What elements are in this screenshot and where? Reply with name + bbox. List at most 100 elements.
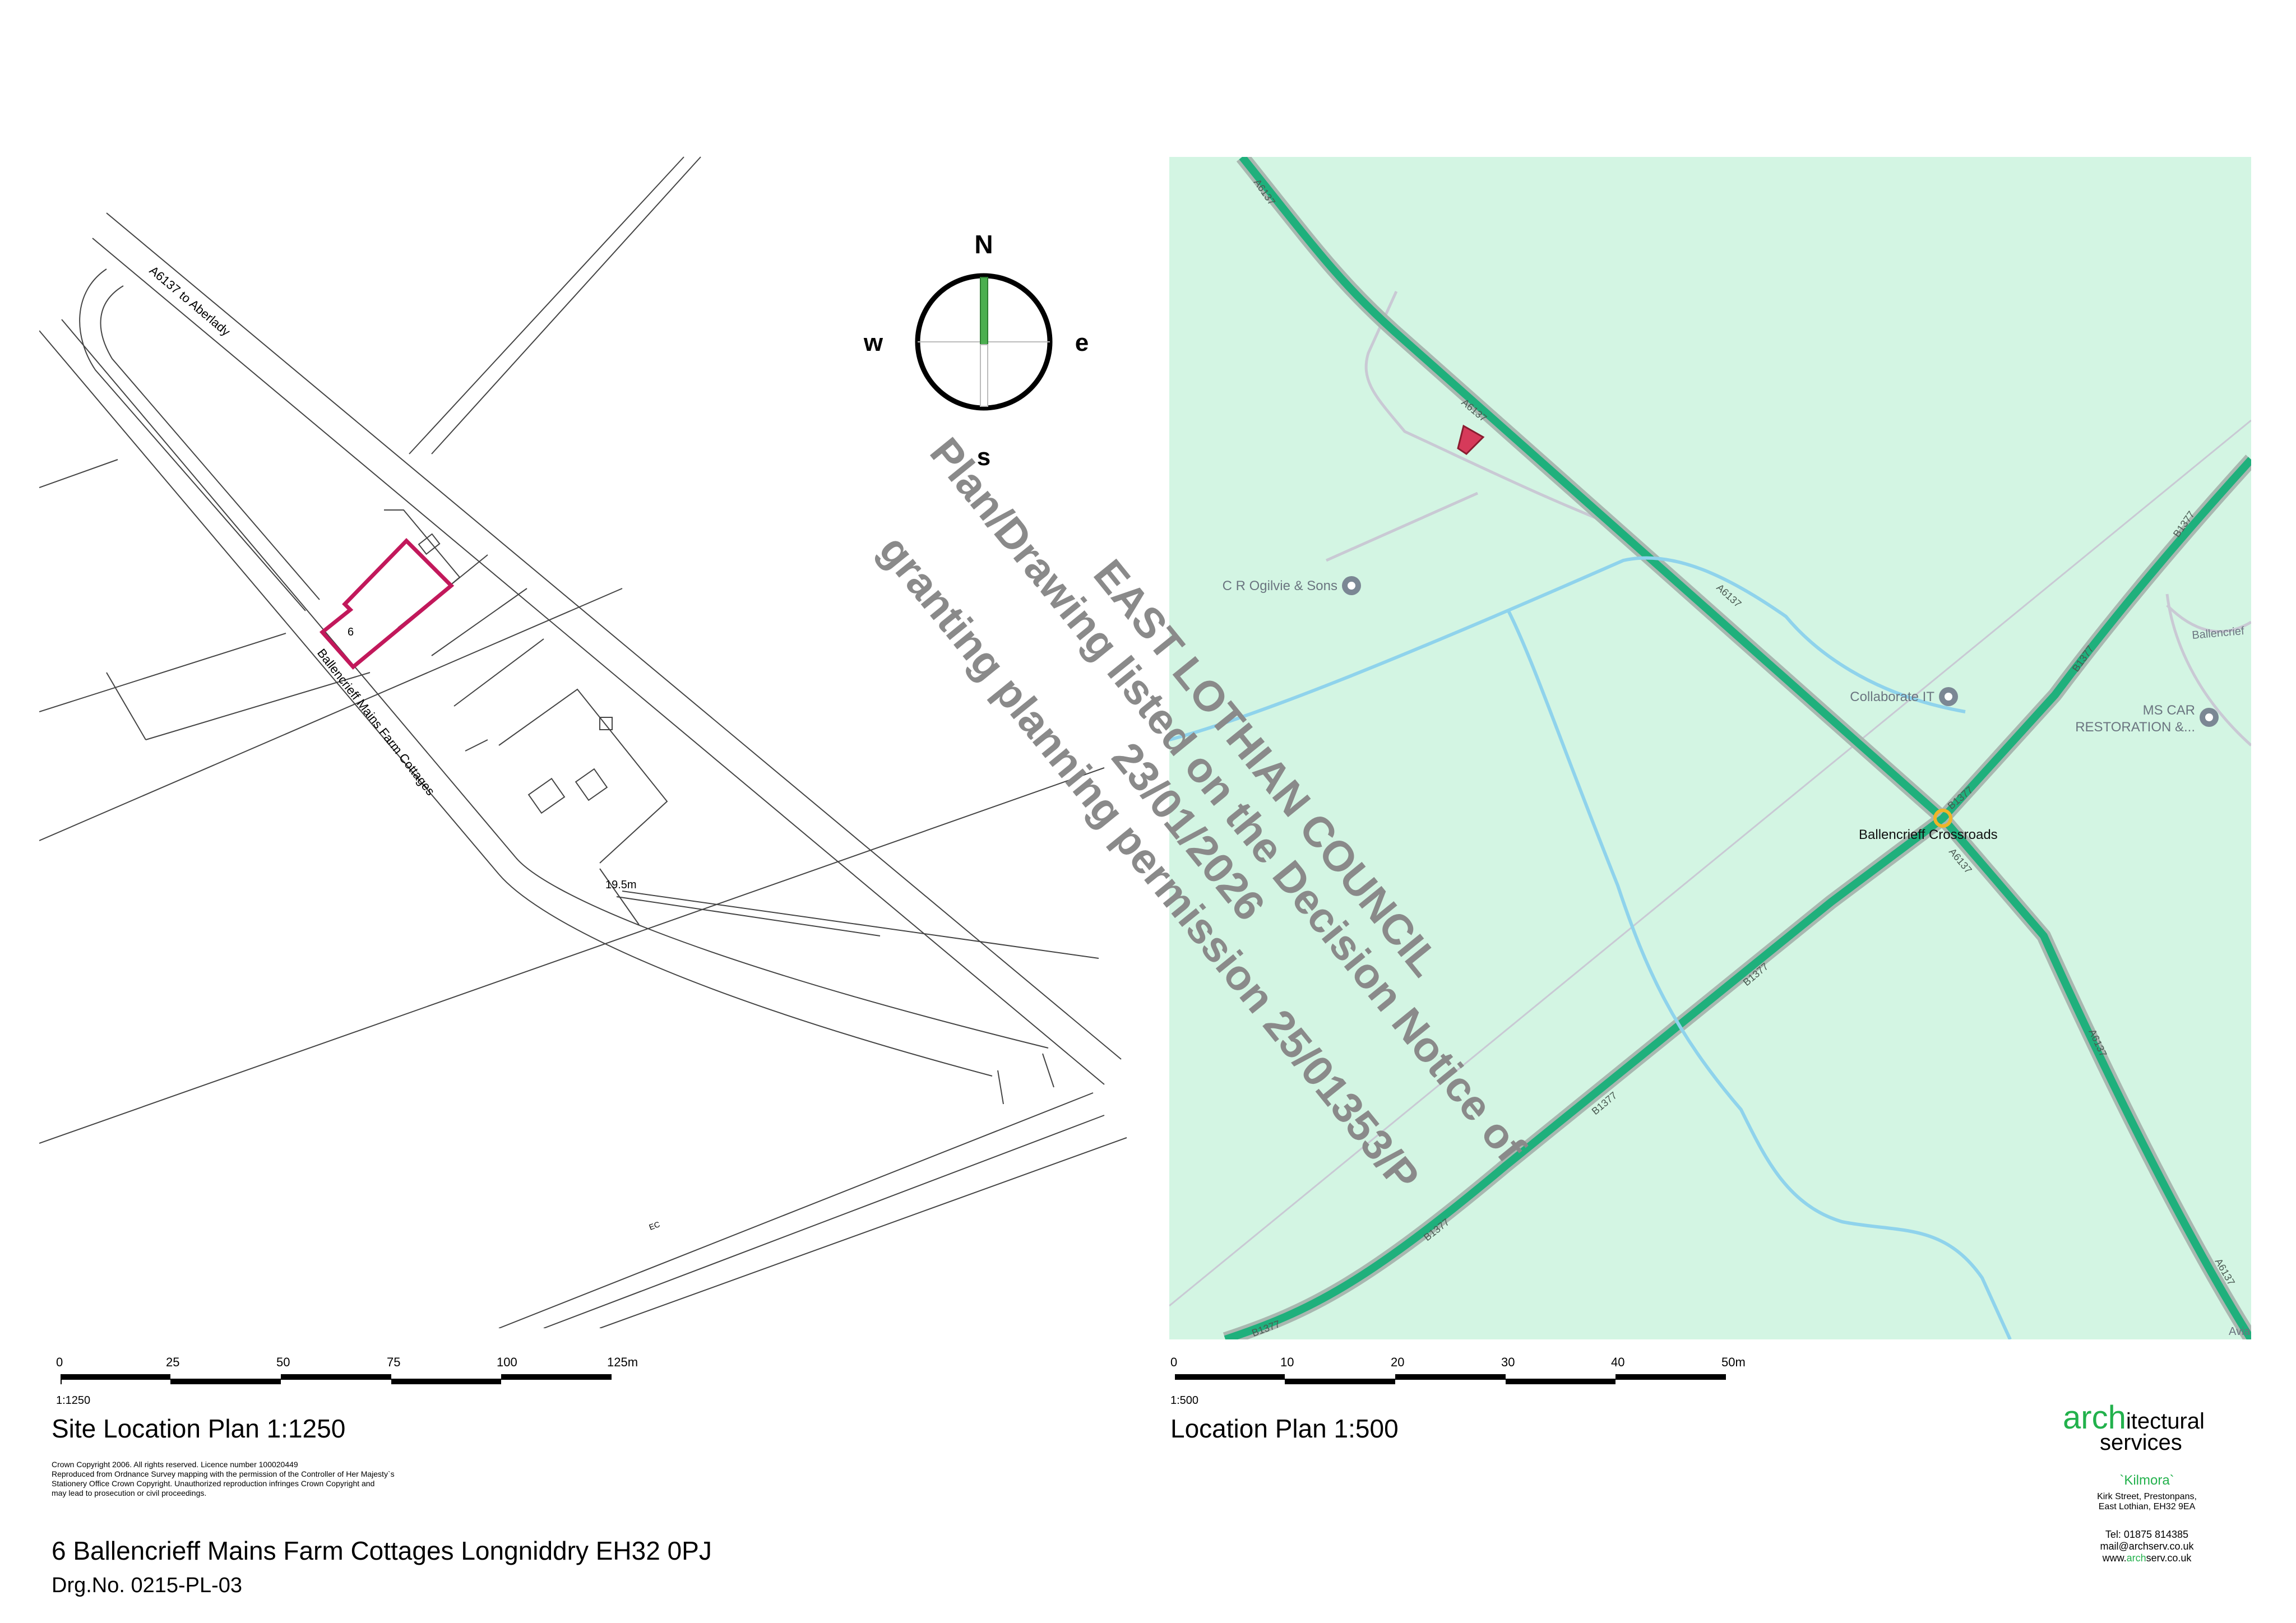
building — [465, 739, 488, 752]
company-logo: architectural services — [2063, 1402, 2242, 1455]
scale-tick-label: 125m — [607, 1355, 638, 1369]
scale-segment — [170, 1379, 281, 1384]
compass-s: s — [977, 443, 990, 471]
track — [622, 891, 1099, 959]
logo-wordmark: architectural — [2063, 1402, 2242, 1434]
field-boundary — [39, 588, 623, 841]
place-label[interactable]: RESTORATION &... — [2075, 720, 2195, 735]
plot-number: 6 — [348, 626, 354, 638]
rail-line — [1169, 419, 2251, 1307]
web-pre: www. — [2102, 1552, 2127, 1564]
scale-tick-label: 0 — [1170, 1355, 1178, 1369]
website-link[interactable]: www.archserv.co.uk — [2040, 1552, 2253, 1564]
place-label[interactable]: MS CAR — [2143, 703, 2195, 718]
scale-segment — [1395, 1374, 1506, 1380]
web-post: serv.co.uk — [2146, 1552, 2192, 1564]
map-land — [1169, 157, 2251, 1339]
service-road — [39, 330, 499, 875]
field-boundary — [145, 672, 371, 740]
lower-road — [498, 874, 993, 1077]
minor-path — [1364, 290, 1618, 528]
right-scale-ratio: 1:500 — [1170, 1394, 1199, 1407]
building — [418, 533, 441, 555]
address-line: East Lothian, EH32 9EA — [2098, 1502, 2196, 1511]
site-boundary — [319, 538, 455, 670]
compass-e: e — [1075, 329, 1089, 356]
building — [575, 768, 608, 801]
scale-tick-label: 25 — [166, 1355, 180, 1369]
right-map-title: Location Plan 1:500 — [1170, 1414, 1399, 1443]
plot-boundary — [353, 509, 461, 667]
site-address: 6 Ballencrieff Mains Farm Cottages Longn… — [52, 1536, 712, 1565]
building — [527, 777, 566, 814]
scale-tick-label: 50m — [1721, 1355, 1746, 1369]
field-boundary — [39, 459, 118, 488]
building — [599, 717, 613, 730]
road-edge — [106, 212, 1122, 1060]
stream — [1169, 556, 1966, 741]
site-marker — [1457, 424, 1485, 455]
web-arch: arch — [2126, 1552, 2146, 1564]
field-boundary — [39, 633, 286, 712]
copyright-notice: Crown Copyright 2006. All rights reserve… — [52, 1460, 556, 1498]
north-needle — [980, 277, 988, 345]
logo-services: services — [2100, 1430, 2182, 1455]
scale-segment — [1506, 1379, 1615, 1384]
compass-w: w — [863, 329, 883, 356]
house-name: `Kilmora` — [2119, 1473, 2174, 1488]
crossroads-marker — [1933, 809, 1952, 828]
copyright-line: Stationery Office Crown Copyright. Unaut… — [52, 1479, 375, 1488]
place-label[interactable]: Ballencrieff Crossroads — [1859, 827, 1998, 842]
scale-segment — [1175, 1374, 1285, 1380]
address-line: Kirk Street, Prestonpans, — [2097, 1492, 2197, 1501]
place-label[interactable]: C R Ogilvie & Sons — [1223, 578, 1337, 593]
scale-tick-label: 10 — [1280, 1355, 1294, 1369]
scale-tick — [61, 1374, 62, 1384]
scale-segment — [1615, 1374, 1726, 1380]
misc-label: EC — [648, 1219, 661, 1232]
poi-pin[interactable] — [1342, 576, 1361, 595]
field-boundary — [106, 672, 146, 740]
plot-boundary — [453, 638, 544, 707]
compass-n: N — [974, 230, 993, 259]
scale-tick-label: 75 — [387, 1355, 401, 1369]
field-boundary — [39, 767, 1105, 1144]
road-b1377 — [1224, 457, 2251, 1339]
field-boundary — [599, 1137, 1127, 1328]
poi-pin[interactable] — [2200, 708, 2219, 727]
place-label[interactable]: Collaborate IT — [1850, 689, 1934, 704]
road-label: A6137 to Aberlady — [147, 263, 233, 339]
location-map: C R Ogilvie & Sons Collaborate IT MS CAR… — [1169, 157, 2251, 1339]
minor-path — [1325, 491, 1479, 562]
minor-path — [2166, 604, 2251, 633]
poi-pin[interactable] — [1939, 687, 1958, 706]
spot-height: 19.5m — [605, 879, 637, 891]
stream — [1507, 610, 2012, 1339]
north-road — [431, 156, 701, 455]
scale-tick-label: 0 — [56, 1355, 63, 1369]
loop-road-inner — [100, 285, 320, 600]
logo-arch: arch — [2063, 1399, 2126, 1436]
scale-tick-label: 100 — [497, 1355, 517, 1369]
company-contact: `Kilmora` Kirk Street, Prestonpans, East… — [2040, 1473, 2253, 1564]
left-scale-ratio: 1:1250 — [56, 1394, 91, 1407]
road-a6137 — [1239, 157, 2251, 1339]
copyright-line: Reproduced from Ordnance Survey mapping … — [52, 1469, 395, 1478]
right-scale-bar: 0 10 20 30 40 50m — [1170, 1355, 1759, 1389]
service-road — [61, 319, 516, 858]
plot-boundary — [431, 588, 527, 656]
council-watermark: EAST LOTHIAN COUNCIL Plan/Drawing listed… — [870, 429, 1535, 1200]
left-scale-bar: 0 25 50 75 100 125m — [56, 1355, 645, 1389]
north-road — [409, 156, 684, 455]
scale-tick-label: 50 — [276, 1355, 290, 1369]
scale-segment — [281, 1374, 391, 1380]
lower-road — [515, 857, 1049, 1049]
email-link[interactable]: mail@archserv.co.uk — [2100, 1541, 2194, 1552]
watermark-line: Plan/Drawing listed on the Decision Noti… — [921, 429, 1535, 1171]
scale-tick-label: 20 — [1391, 1355, 1405, 1369]
plot-boundary — [498, 688, 668, 864]
logo-itectural: itectural — [2126, 1409, 2205, 1434]
scale-segment — [1285, 1379, 1395, 1384]
telephone[interactable]: Tel: 01875 814385 — [2105, 1529, 2189, 1540]
field-boundary — [498, 1092, 1094, 1328]
